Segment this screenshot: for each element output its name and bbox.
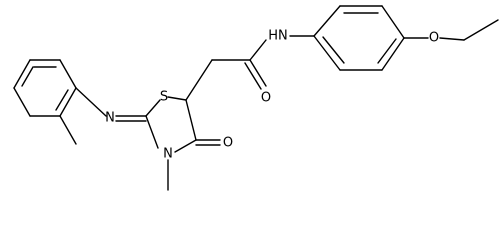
ether-oxygen-label: O bbox=[429, 31, 439, 46]
imine-nitrogen-label: N bbox=[105, 111, 115, 126]
bond bbox=[381, 37, 405, 71]
structure-svg: HN O O S N O N bbox=[13, 5, 499, 191]
phenyl-ring bbox=[313, 5, 499, 71]
bond-double-inner bbox=[322, 36, 345, 64]
ring-oxygen-label: O bbox=[223, 136, 233, 151]
bond bbox=[174, 139, 197, 153]
bond bbox=[145, 115, 159, 149]
molecule-diagram: HN O O S N O N bbox=[13, 5, 499, 191]
bond bbox=[75, 87, 107, 117]
bond bbox=[185, 59, 213, 101]
tolyl-methyl-bond bbox=[59, 115, 77, 145]
bond bbox=[59, 87, 77, 117]
bond bbox=[313, 5, 341, 37]
bond-double-inner bbox=[55, 89, 69, 111]
bond-double-inner bbox=[21, 66, 34, 87]
amide-oxygen-label: O bbox=[261, 91, 271, 106]
bond bbox=[145, 99, 161, 117]
thiazolidinone-ring bbox=[145, 96, 221, 191]
bond bbox=[185, 99, 197, 141]
tolyl-ring bbox=[13, 59, 107, 145]
ring-nitrogen-label: N bbox=[163, 147, 173, 162]
bond bbox=[13, 59, 31, 89]
amide-carbonyl-bond bbox=[249, 59, 267, 87]
bond bbox=[59, 59, 77, 89]
bond bbox=[167, 96, 187, 101]
amide-carbonyl-bond bbox=[244, 62, 262, 90]
bond bbox=[313, 35, 341, 71]
bond bbox=[381, 5, 405, 39]
ethyl-bond bbox=[463, 19, 499, 41]
bond-double-inner bbox=[377, 38, 397, 64]
ether-bond bbox=[439, 37, 465, 41]
amide-nitrogen-label: HN bbox=[268, 29, 288, 44]
bond bbox=[249, 39, 267, 61]
sulfur-label: S bbox=[160, 90, 168, 105]
bond bbox=[13, 87, 31, 117]
